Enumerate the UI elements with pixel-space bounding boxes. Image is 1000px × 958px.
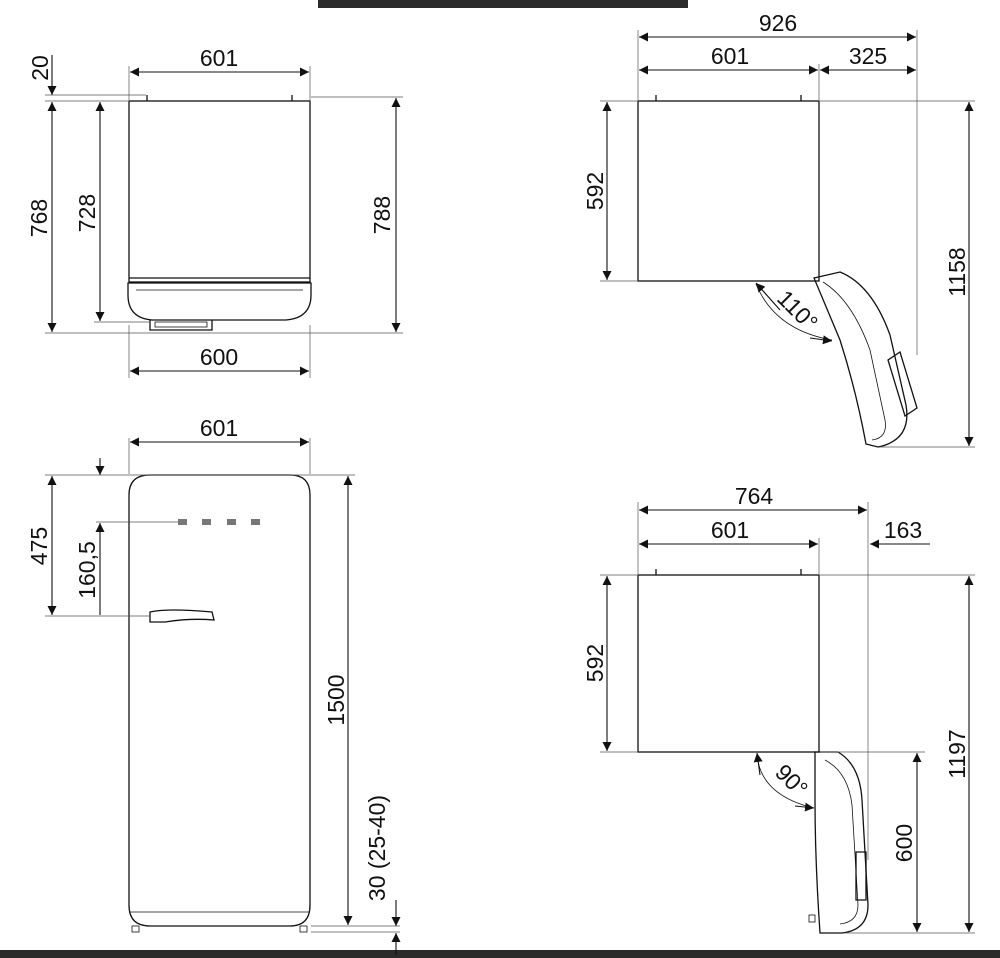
dim-logo-475: 475 (26, 527, 52, 565)
door-90-view: 90° 764 601 163 592 600 1197 (582, 483, 975, 934)
dim-110-body-601: 601 (711, 43, 749, 69)
dim-top-offset-20: 20 (27, 55, 53, 81)
top-frame-bar (318, 0, 688, 8)
dim-handle-160-5: 160,5 (74, 541, 100, 599)
dim-overall-depth-788: 788 (369, 196, 395, 234)
dim-front-width-601: 601 (200, 415, 238, 441)
door-110-view: 110° 926 601 325 592 1158 (582, 10, 975, 448)
door-90-cabinet (637, 574, 820, 753)
dim-110-total-depth-1158: 1158 (944, 247, 970, 296)
door-110-door (813, 271, 908, 448)
bottom-frame-bar (0, 950, 1000, 958)
door-110-handle (887, 350, 918, 418)
door-110-cabinet (637, 100, 820, 282)
front-view-handle (149, 609, 215, 623)
dim-90-depth-592: 592 (582, 644, 608, 682)
dim-90-total-depth-1197: 1197 (944, 729, 970, 778)
front-view-body (128, 474, 311, 927)
dim-body-depth-728: 728 (74, 194, 100, 232)
dim-110-total-926: 926 (759, 10, 797, 36)
door-90-handle (855, 851, 867, 901)
front-view: 601 475 160,5 1500 30 (25-40) (26, 415, 401, 955)
angle-90: 90° (770, 759, 813, 802)
dim-90-door-600: 600 (891, 824, 917, 862)
top-view-door (127, 282, 312, 321)
top-view: 601 20 768 728 788 600 (26, 45, 403, 378)
top-view-handle (149, 320, 213, 331)
dim-top-width-601: 601 (200, 45, 238, 71)
angle-110: 110° (772, 285, 823, 336)
dim-90-body-601: 601 (711, 517, 749, 543)
dim-total-depth-768: 768 (26, 199, 52, 237)
dim-110-depth-592: 592 (582, 172, 608, 210)
dim-height-1500: 1500 (323, 674, 349, 725)
front-right-foot (299, 925, 308, 933)
dim-90-total-764: 764 (735, 483, 774, 509)
dim-bottom-width-600: 600 (200, 344, 238, 370)
dim-90-ext-163: 163 (884, 517, 922, 543)
smeg-logo (178, 519, 260, 525)
door-90-door (814, 751, 869, 934)
dim-feet-30: 30 (25-40) (364, 795, 390, 901)
front-left-foot (131, 925, 140, 933)
dim-110-ext-325: 325 (849, 43, 887, 69)
top-view-cabinet (128, 100, 311, 283)
